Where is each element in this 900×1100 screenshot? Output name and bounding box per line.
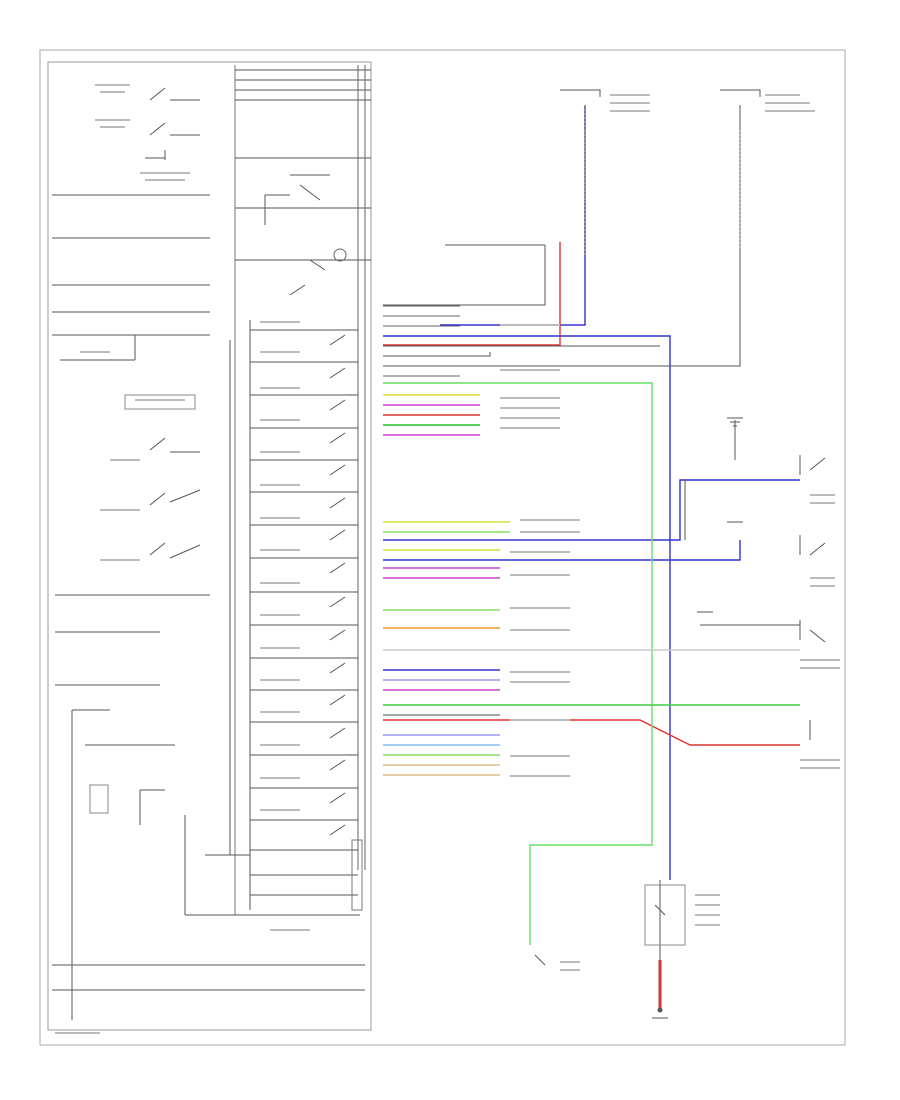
connector-icon	[560, 89, 761, 250]
ladder-rungs	[250, 329, 358, 896]
instrument-cluster-block	[47, 61, 372, 1031]
wire-red	[383, 242, 800, 1010]
wire-blue-main	[383, 105, 800, 880]
connector-ladder	[249, 65, 366, 911]
ground-icon	[652, 417, 743, 1019]
diagram-frame	[39, 49, 846, 1046]
ladder-switches	[329, 334, 346, 836]
wire-misc	[383, 394, 800, 776]
text-placeholder-lines	[55, 84, 840, 1034]
right-components	[534, 455, 826, 1013]
instrument-cluster-box	[47, 61, 372, 1031]
wire-green	[383, 382, 800, 945]
